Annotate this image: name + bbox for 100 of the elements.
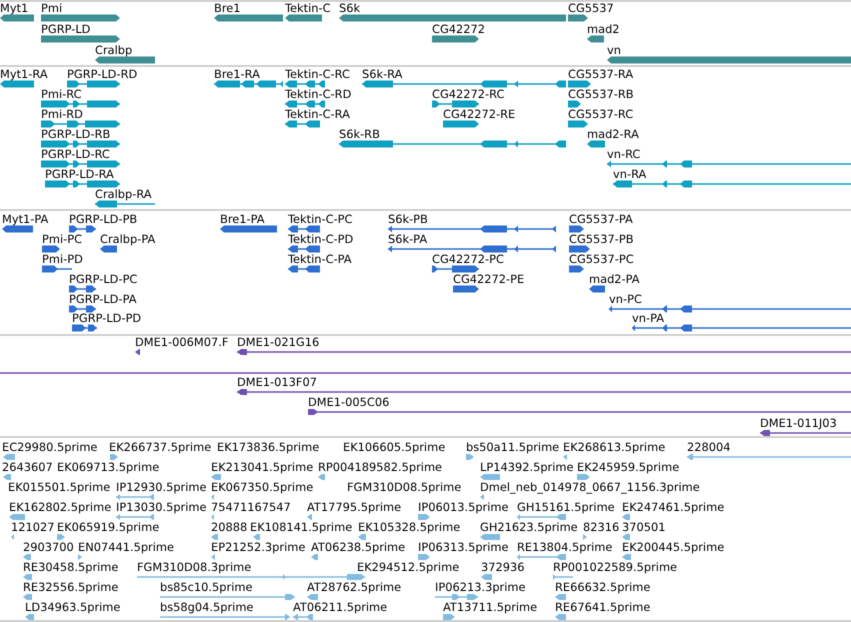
feature-label: Pmi [41,1,62,15]
feature-label: vn-PC [609,292,642,306]
feature-label: PGRP-LD-RC [41,147,110,161]
feature-label: CG5537-PB [569,232,634,246]
feature-label: IP13030.5prime [116,500,207,514]
feature-label: GH15161.5prime [517,500,615,514]
feature-label: AT06211.5prime [293,600,388,614]
feature-label: EK200445.5prime [622,540,724,554]
feature-label: CG42272-PC [432,252,504,266]
feature-label: EK065919.5prime [57,520,160,534]
feature-label: PGRP-LD-PB [69,212,138,226]
feature-label: 82316 [583,520,620,534]
feature-label: S6k-RA [362,67,402,81]
feature-label: Myt1 [0,1,28,15]
feature-label: Pmi-RD [41,107,83,121]
feature-label: IP06313.5prime [418,540,509,554]
feature-label: Cralbp-PA [100,232,156,246]
feature-label: Dmel_neb_014978_0667_1156.3prime [480,480,700,494]
feature-label: DME1-006M07.F [135,335,228,349]
feature-label: IP06013.5prime [418,500,509,514]
feature-label: GH21623.5prime [480,520,578,534]
feature-label: Tektin-C-PC [288,212,352,226]
feature-label: RE30458.5prime [23,560,118,574]
feature-label: EK015501.5prime [8,480,110,494]
feature-label: vn-RC [607,147,640,161]
feature-label: IP12930.5prime [116,480,207,494]
feature-label: PGRP-LD-RD [67,67,138,81]
feature-label: Cralbp-RA [95,187,152,201]
feature-label: RP001022589.5prime [553,560,678,574]
feature-label: AT06238.5prime [311,540,406,554]
feature-label: RE67641.5prime [555,600,650,614]
feature-label: EK213041.5prime [211,460,314,474]
feature-label: 20888 [211,520,248,534]
feature-label: vn-RA [613,167,646,181]
feature-label: EK173836.5prime [217,440,320,454]
feature-label: PGRP-LD-RA [45,167,114,181]
feature-label: S6k [339,1,360,15]
feature-label: CG5537-PA [569,212,633,226]
feature-label: DME1-013F07 [237,375,317,389]
feature-label: CG5537-RC [568,107,634,121]
feature-label: RE66632.5prime [555,580,650,594]
feature-label: vn-PA [632,311,664,325]
feature-label: IP06213.3prime [435,580,526,594]
feature-label: Tektin-C-RD [285,87,352,101]
feature-label: Bre1 [214,1,241,15]
feature-label: EK162802.5prime [9,500,112,514]
feature-label: PGRP-LD-PC [69,272,138,286]
feature-label: DME1-021G16 [237,335,320,349]
feature-label: vn [607,43,621,57]
feature-label: Pmi-PD [42,252,83,266]
feature-label: Tektin-C-PA [288,252,352,266]
feature-label: mad2 [587,22,620,36]
feature-label: 121027 [11,520,54,534]
feature-label: AT28762.5prime [307,580,402,594]
feature-label: S6k-PB [388,212,428,226]
feature-label: PGRP-LD-RB [41,127,110,141]
feature-label: EK105328.5prime [358,520,460,534]
feature-label: EK106605.5prime [343,440,446,454]
feature-label: EK268613.5prime [563,440,666,454]
feature-label: CG42272-RC [432,87,504,101]
feature-label: CG42272-RE [443,107,516,121]
feature-label: CG5537 [568,1,614,15]
feature-label: 2643607 [2,460,53,474]
feature-label: PGRP-LD [41,22,90,36]
feature-label: EK266737.5prime [109,440,212,454]
feature-label: PGRP-LD-PA [69,292,136,306]
feature-label: bs85c10.5prime [160,580,252,594]
feature-label: EP21252.3prime [211,540,306,554]
feature-label: bs58g04.5prime [160,600,254,614]
feature-label: 228004 [687,440,730,454]
feature-label: Myt1-RA [0,67,48,81]
feature-label: EK247461.5prime [622,500,724,514]
feature-label: LD34963.5prime [25,600,120,614]
feature-label: CG42272-PE [453,272,524,286]
feature-label: FGM310D08.3prime [137,560,252,574]
feature-label: CG5537-RB [568,87,634,101]
feature-label: Cralbp [95,43,132,57]
feature-label: S6k-PA [388,232,428,246]
feature-label: EK069713.5prime [57,460,160,474]
feature-label: 2903700 [23,540,74,554]
feature-label: EK245959.5prime [577,460,680,474]
feature-label: RE32556.5prime [23,580,118,594]
feature-label: mad2-RA [587,127,639,141]
feature-label: Bre1-RA [214,67,260,81]
feature-label: S6k-RB [339,127,380,141]
feature-label: EK294512.5prime [357,560,460,574]
feature-label: RE13804.5prime [517,540,612,554]
feature-label: Tektin-C-RA [285,107,350,121]
feature-label: mad2-PA [589,272,640,286]
feature-label: Pmi-PC [42,232,82,246]
feature-label: CG5537-RA [568,67,634,81]
feature-label: EN07441.5prime [78,540,174,554]
feature-label: EC29980.5prime [2,440,98,454]
feature-label: PGRP-LD-PD [72,311,142,325]
feature-label: AT13711.5prime [443,600,538,614]
feature-label: 370501 [622,520,666,534]
feature-label: Pmi-RC [41,87,82,101]
feature-label: Bre1-PA [220,212,265,226]
feature-label: Myt1-PA [2,212,48,226]
feature-label: LP14392.5prime [480,460,574,474]
